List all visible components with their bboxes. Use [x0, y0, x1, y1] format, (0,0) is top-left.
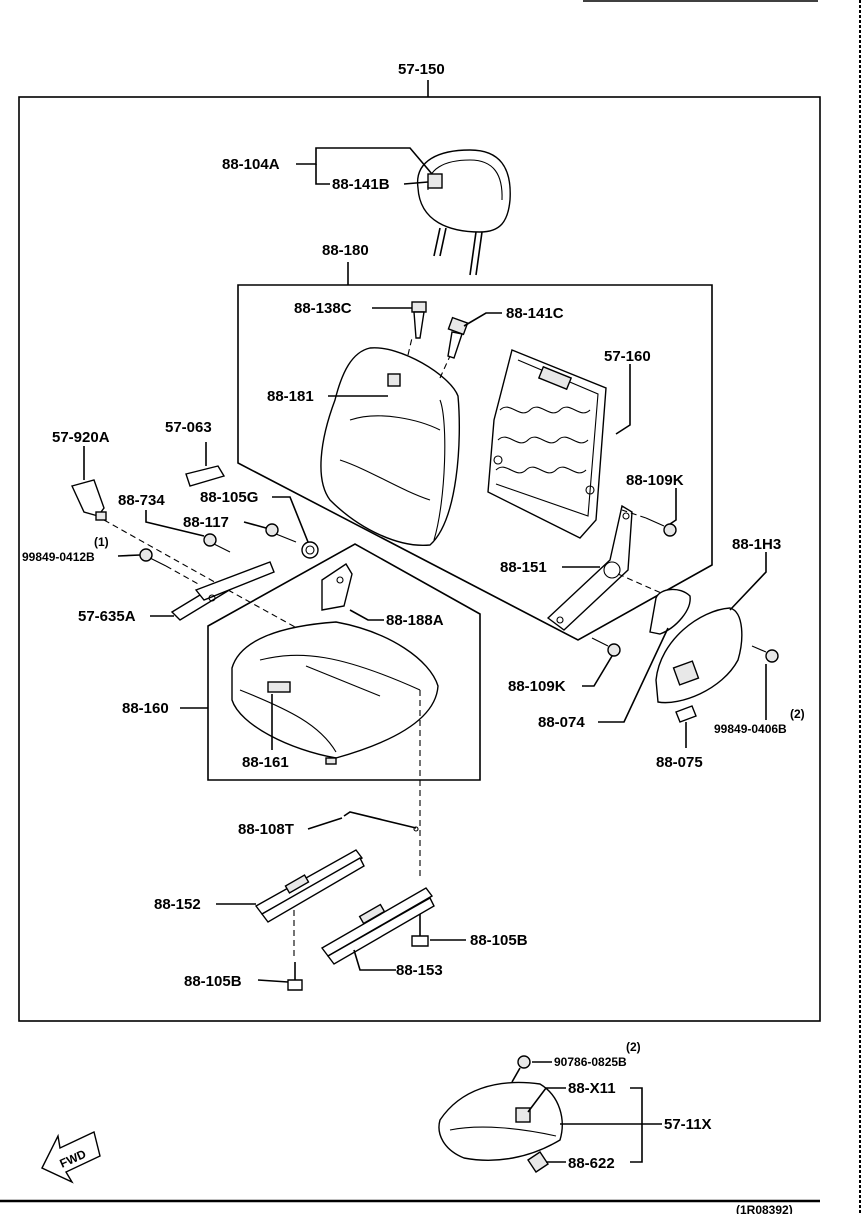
recliner-88-151 — [546, 504, 633, 631]
label-bolt-bottom: 90786-0825B — [554, 1055, 627, 1069]
leader-109k-top — [669, 488, 677, 525]
label-recliner: 88-151 — [500, 559, 547, 576]
label-bolt-105b-left: 88-105B — [184, 973, 242, 990]
guide-141c — [447, 316, 469, 359]
label-headrest-guide-b: 88-141B — [332, 176, 390, 193]
bolt-109k-bottom — [591, 637, 621, 657]
label-qty-right: (2) — [790, 707, 805, 721]
bolt-bottom — [511, 1055, 531, 1083]
label-cover-074: 88-074 — [538, 714, 585, 731]
leader-153 — [353, 949, 396, 971]
wire-88-108t — [343, 811, 419, 832]
part-105g — [301, 541, 319, 559]
leader-x11 — [527, 1087, 566, 1113]
part-734 — [203, 533, 231, 553]
label-part-105g: 88-105G — [200, 489, 258, 506]
label-bolt-109k-bottom: 88-109K — [508, 678, 566, 695]
part-117 — [265, 523, 297, 543]
label-rail-153: 88-153 — [396, 962, 443, 979]
backrest-frame — [487, 349, 607, 539]
knob-88-075 — [675, 705, 697, 723]
label-bolt-left: 99849-0412B — [22, 550, 95, 564]
dash-109k-top — [621, 509, 647, 519]
label-part-117: 88-117 — [183, 514, 229, 531]
leader-188a — [349, 609, 384, 621]
label-cushion-pad: 88-161 — [242, 754, 289, 771]
label-backrest-pad: 88-181 — [267, 388, 314, 405]
label-guide-c2: 88-141C — [506, 305, 564, 322]
label-knob-075: 88-075 — [656, 754, 703, 771]
label-rail-152: 88-152 — [154, 896, 201, 913]
rail-88-152 — [254, 849, 365, 923]
label-qty-left: (1) — [94, 535, 109, 549]
bolt-left-dash — [165, 565, 201, 586]
backrest-group-frame — [237, 262, 713, 641]
label-cushion-assy: 88-160 — [122, 700, 169, 717]
label-backrest-trim: 88-180 — [322, 242, 369, 259]
main-assembly-frame — [18, 80, 821, 1022]
bolt-right — [751, 645, 779, 663]
cushion-group-frame — [207, 543, 481, 781]
bracket-57-635a — [170, 561, 275, 621]
leader-57-160 — [615, 364, 631, 435]
cover-88-1h3 — [655, 607, 743, 704]
buckle-dash — [103, 519, 221, 586]
label-bracket-188a: 88-188A — [386, 612, 444, 629]
footer-ref: (1R08392) — [736, 1203, 793, 1214]
rail-88-153 — [320, 887, 435, 965]
leader-headrest — [296, 147, 433, 185]
bolt-105b-left — [287, 962, 303, 991]
seatbelt-buckle — [71, 446, 107, 521]
leader-105g — [272, 496, 309, 543]
seat-cushion — [231, 621, 439, 765]
label-part-734: 88-734 — [118, 492, 165, 509]
leader-734 — [145, 510, 205, 537]
backrest-pad — [320, 337, 460, 547]
leader-074 — [598, 627, 669, 723]
label-wire-108t: 88-108T — [238, 821, 294, 838]
cover-57-063 — [185, 442, 226, 487]
bolt-109k-top — [645, 517, 677, 537]
leader-1h3 — [729, 552, 767, 611]
bracket-88-188a — [321, 563, 353, 611]
headrest — [416, 149, 511, 276]
guide-138c — [411, 301, 427, 339]
bracket-11x — [630, 1087, 662, 1163]
label-bracket-635a: 57-635A — [78, 608, 136, 625]
label-assy-11x: 57-11X — [664, 1116, 712, 1133]
bolt-105b-right — [411, 914, 429, 947]
fwd-arrow-icon: FWD — [41, 1131, 101, 1184]
leader-bolt-left — [117, 554, 141, 557]
label-bolt-109k-top: 88-109K — [626, 472, 684, 489]
label-cover-1h3: 88-1H3 — [732, 536, 781, 553]
label-headrest: 88-104A — [222, 156, 280, 173]
label-part-x11: 88-X11 — [568, 1080, 616, 1097]
leader-117 — [243, 521, 267, 529]
leader-109k-bottom — [582, 655, 613, 687]
label-guide-c: 88-138C — [294, 300, 352, 317]
leader-105b-left — [257, 979, 289, 983]
label-qty-bottom: (2) — [626, 1040, 641, 1054]
cover-88-074 — [649, 588, 691, 635]
bolt-left — [139, 548, 167, 567]
label-seatbelt-buckle: 57-920A — [52, 429, 110, 446]
label-assembly-top: 57-150 — [398, 61, 445, 78]
leader-141c — [463, 312, 502, 327]
label-part-622: 88-622 — [568, 1155, 615, 1172]
label-bolt-105b-right: 88-105B — [470, 932, 528, 949]
leader-108t — [307, 817, 343, 830]
label-bolt-right: 99849-0406B — [714, 722, 787, 736]
lower-assembly-57-11x — [438, 1081, 563, 1173]
label-backrest-frame: 57-160 — [604, 348, 651, 365]
label-cover-063: 57-063 — [165, 419, 212, 436]
